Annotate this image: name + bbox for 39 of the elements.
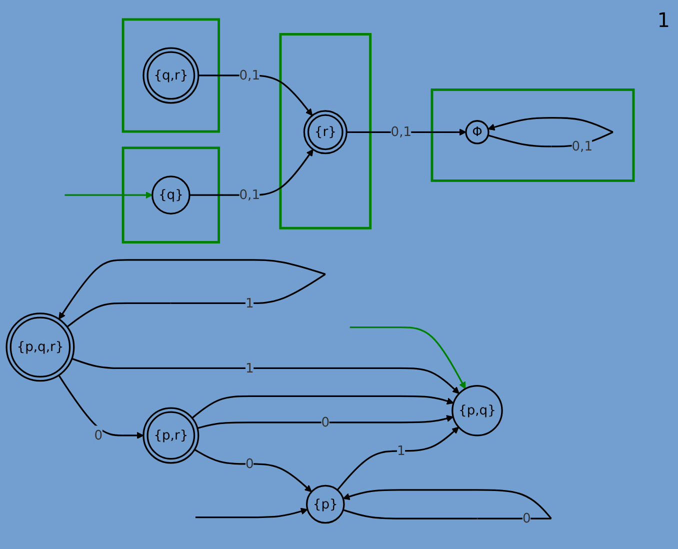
edge-label: 0,1	[572, 138, 593, 154]
cluster	[122, 146, 220, 244]
edge-label: 0,1	[390, 124, 412, 140]
edge-label: 0,1	[239, 67, 260, 83]
node-circle: {q,r}	[142, 47, 200, 104]
node-circle: {p,q}	[452, 384, 503, 436]
transition-arrow	[194, 448, 312, 492]
transition-arrow	[195, 508, 308, 518]
cluster	[279, 33, 372, 230]
edge-label: 1	[396, 442, 406, 458]
cluster	[122, 18, 220, 133]
node-circle: {q}	[152, 176, 190, 214]
arrow	[342, 489, 552, 520]
node-circle: {p}	[306, 484, 345, 524]
cluster	[430, 88, 635, 182]
edge-label: 0	[245, 456, 254, 472]
transition-arrow	[58, 374, 144, 440]
edge-label: 1	[245, 295, 254, 311]
transition-arrow	[350, 326, 466, 390]
arrow	[192, 395, 454, 419]
transition-arrow	[72, 358, 460, 394]
edge-label: 0,1	[239, 186, 260, 202]
transition-arrow	[64, 191, 153, 199]
node-circle: {p,q,r}	[6, 312, 75, 382]
edge-label: 0	[522, 510, 531, 526]
node-circle: {r}	[303, 110, 348, 154]
arrow	[488, 117, 614, 148]
transition-arrow	[198, 74, 313, 116]
edge-label: 1	[245, 360, 254, 376]
node-circle: {p,r}	[142, 407, 200, 464]
arrow	[58, 259, 326, 328]
transition-arrow	[197, 415, 454, 430]
transition-arrow	[190, 149, 314, 196]
edge-label: 0	[94, 427, 103, 443]
transition-arrow	[346, 128, 466, 136]
transition-arrow	[336, 426, 459, 491]
transition-label: 1	[657, 8, 670, 32]
node-circle: Φ	[465, 120, 490, 144]
edge-label: 0	[321, 414, 330, 430]
